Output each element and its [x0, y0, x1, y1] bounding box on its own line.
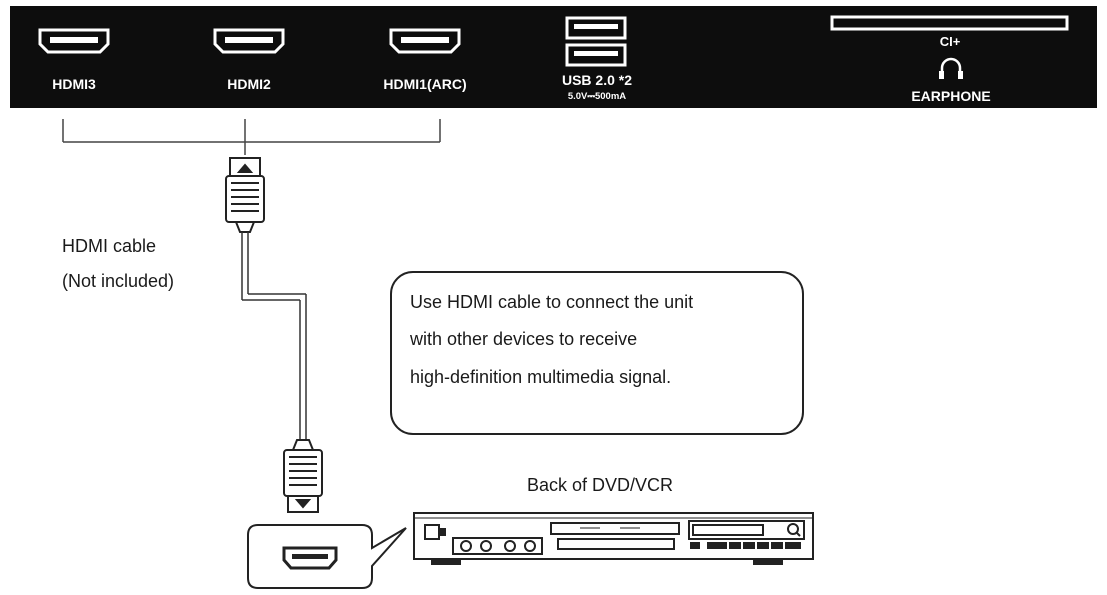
usb-rating-label: 5.0V⎓500mA: [568, 91, 626, 102]
usb-port-top-icon: [565, 16, 627, 40]
dvd-vcr-device: [413, 512, 814, 565]
hdmi-connector-top: [225, 157, 265, 233]
usb-label: USB 2.0 *2: [562, 72, 632, 88]
hdmi-port-icon: [282, 546, 338, 570]
hdmi2-label: HDMI2: [227, 76, 271, 92]
usb-port-top-tongue: [574, 24, 618, 29]
headphones-icon: [939, 57, 963, 79]
hdmi1-port-icon: [389, 28, 461, 54]
hdmi3-label: HDMI3: [52, 76, 96, 92]
hdmi-port-zoom: [247, 524, 407, 589]
tv-back-panel: HDMI3 HDMI2 HDMI1(ARC) USB 2.0 *2 5.0V⎓5…: [10, 6, 1097, 108]
earphone-port: EARPHONE: [911, 57, 991, 104]
usb-port-bottom-icon: [565, 43, 627, 67]
ci-slot-icon: [830, 15, 1069, 31]
hdmi1-port: HDMI1(ARC): [383, 28, 467, 92]
ci-slot: CI+: [830, 15, 1069, 49]
hdmi-cable: [241, 232, 307, 440]
device-body: [413, 512, 814, 560]
port-bracket: [62, 119, 441, 155]
cable-label-line2: (Not included): [62, 271, 174, 291]
device-title: Back of DVD/VCR: [527, 475, 673, 495]
ci-label: CI+: [940, 34, 961, 49]
info-callout: Use HDMI cable to connect the unit with …: [390, 271, 804, 435]
hdmi3-port-slot: [50, 37, 98, 43]
hdmi2-port-slot: [225, 37, 273, 43]
hdmi1-port-slot: [401, 37, 449, 43]
callout-line1: Use HDMI cable to connect the unit: [410, 292, 693, 312]
hdmi3-port-icon: [38, 28, 110, 54]
callout-line2: with other devices to receive: [409, 329, 637, 349]
hdmi3-port: HDMI3: [38, 28, 110, 92]
earphone-label: EARPHONE: [911, 88, 990, 104]
usb-port-bottom-tongue: [574, 51, 618, 56]
hdmi-connector-bottom: [283, 439, 323, 513]
callout-line3: high-definition multimedia signal.: [410, 367, 671, 387]
tv-panel-strip: [10, 6, 1097, 108]
hdmi1-label: HDMI1(ARC): [383, 76, 466, 92]
info-callout-box: [390, 271, 804, 435]
cable-label-line1: HDMI cable: [62, 236, 156, 256]
hdmi-port-zoom-slot: [292, 554, 328, 559]
hdmi2-port: HDMI2: [213, 28, 285, 92]
hdmi2-port-icon: [213, 28, 285, 54]
usb-ports: USB 2.0 *2 5.0V⎓500mA: [562, 16, 632, 102]
